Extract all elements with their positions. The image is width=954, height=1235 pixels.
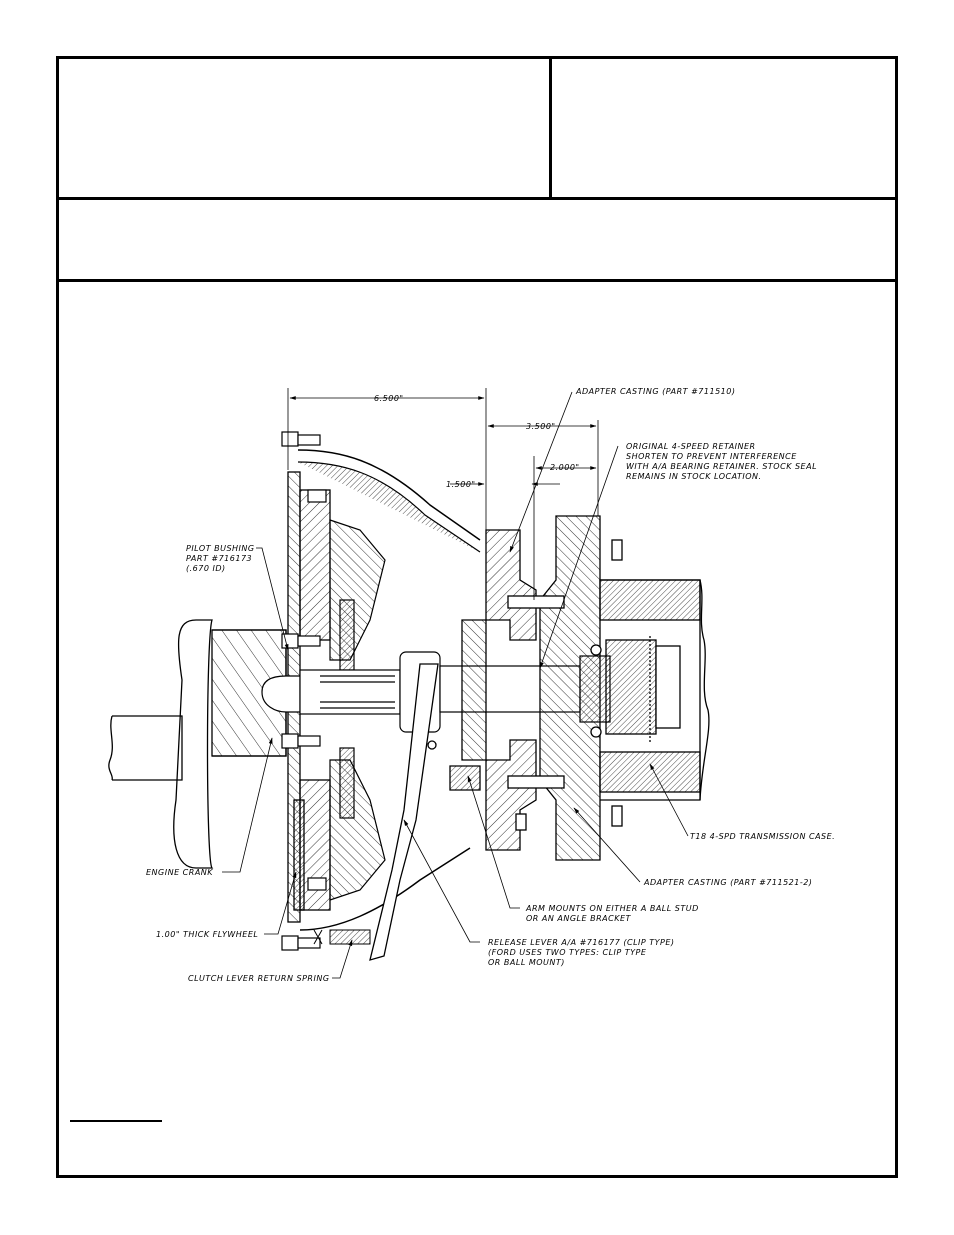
dimension-lines [287,388,599,600]
adapter-casting-front [461,529,537,851]
callout-adapter-casting-top: ADAPTER CASTING (PART #711510) [575,387,735,396]
callout-transmission-case: T18 4-SPD TRANSMISSION CASE. [690,832,835,841]
return-spring [313,929,371,945]
callout-engine-crank: ENGINE CRANK [146,868,213,877]
header-bottom-rule [56,197,898,200]
dimension-adapter-depth: 3.500" [526,422,556,431]
callout-retainer-line-3: WITH A/A BEARING RETAINER. STOCK SEAL [626,462,817,471]
callout-release-lever-line-1: RELEASE LEVER A/A #716177 (CLIP TYPE) [488,938,675,947]
callout-release-lever-line-2: (FORD USES TWO TYPES: CLIP TYPE [488,948,647,957]
subheader-bottom-rule [56,279,898,282]
callout-retainer-line-1: ORIGINAL 4-SPEED RETAINER [626,442,756,451]
callout-flywheel: 1.00" THICK FLYWHEEL [156,930,258,939]
leader-lines [222,391,689,979]
title-block-frame [56,56,898,1178]
callout-pilot-bushing-line-1: PILOT BUSHING [186,544,255,553]
dimension-flange-offset: 1.500" [446,480,476,489]
callout-adapter-casting-bottom: ADAPTER CASTING (PART #711521-2) [643,878,812,887]
notes-underline [70,1120,162,1122]
callout-pilot-bushing-line-2: PART #716173 [186,554,252,563]
callout-retainer-line-4: REMAINS IN STOCK LOCATION. [626,472,762,481]
callout-arm-mounts-line-1: ARM MOUNTS ON EITHER A BALL STUD [525,904,699,913]
header-divider [549,56,552,200]
callout-return-spring: CLUTCH LEVER RETURN SPRING [188,974,330,983]
transmission-case [590,579,710,801]
adapter-casting-rear [507,515,701,861]
bolts [281,431,327,951]
callout-release-lever-line-3: OR BALL MOUNT) [488,958,565,967]
clutch-assembly [297,449,481,931]
release-lever [369,663,481,961]
callout-retainer-line-2: SHORTEN TO PREVENT INTERFERENCE [626,452,797,461]
callout-arm-mounts-line-2: OR AN ANGLE BRACKET [526,914,632,923]
callout-pilot-bushing-line-3: (.670 ID) [186,564,226,573]
dimension-retainer-offset: 2.000" [550,463,580,472]
engine-crank [108,619,287,869]
dimension-overall: 6.500" [374,394,404,403]
